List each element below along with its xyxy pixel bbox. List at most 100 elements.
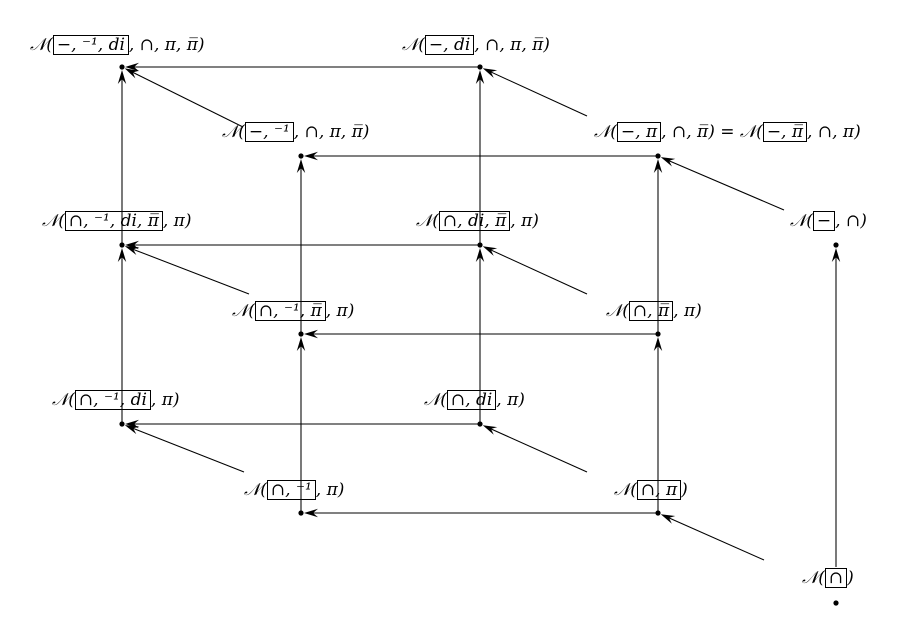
node-prefix: 𝒩( — [222, 122, 245, 142]
node-prefix: 𝒩( — [790, 211, 813, 231]
node-label-n12: 𝒩(∩, ⁻¹, π) — [244, 479, 344, 501]
node-boxed-operators: ∩ — [824, 568, 848, 588]
node-prefix: 𝒩( — [606, 301, 629, 321]
node-prefix: 𝒩( — [244, 480, 267, 500]
node-label-n2: 𝒩(−, di, ∩, π, π̅) — [402, 34, 550, 56]
node-label-n4: 𝒩(−, π, ∩, π̅) = 𝒩(−, π̅, ∩, π) — [594, 121, 861, 143]
node-boxed-operators: ∩, ⁻¹, di, π̅ — [64, 211, 163, 231]
arrowhead-n9-to-n4 — [653, 159, 663, 173]
node-dot-n1 — [119, 64, 125, 70]
node-label-n1: 𝒩(−, ⁻¹, di, ∩, π, π̅) — [30, 34, 205, 56]
node-boxed-operators: ∩, ⁻¹ — [266, 480, 316, 500]
node-boxed-operators: ∩, π — [636, 480, 682, 500]
arrowhead-n4-to-n2 — [482, 68, 498, 78]
arrowhead-n5-to-n1 — [117, 70, 127, 84]
node-rest: , ∩, π̅) — [661, 122, 715, 142]
arrowhead-n14-to-n7 — [831, 248, 841, 262]
dots-layer — [119, 64, 839, 606]
node-dot-n5 — [119, 242, 125, 248]
node-prefix: 𝒩( — [402, 35, 425, 55]
arrowhead-n7-to-n4 — [660, 157, 676, 167]
node-rest: , ∩, π, π̅) — [474, 35, 550, 55]
node-rest: , π) — [510, 211, 539, 231]
arrowhead-n13-to-n12 — [304, 508, 318, 518]
node-dot-n8 — [298, 331, 304, 337]
arrowhead-n2-to-n1 — [125, 62, 139, 72]
node-label-n13: 𝒩(∩, π) — [614, 479, 688, 501]
node-boxed-operators: −, di — [424, 35, 475, 55]
node-boxed-operators: − — [812, 211, 836, 231]
arrowhead-n10-to-n5 — [117, 248, 127, 262]
node-dot-n13 — [655, 510, 661, 516]
arrowhead-n9-to-n8 — [304, 329, 318, 339]
arrowhead-n4-to-n3 — [304, 151, 318, 161]
node-label-n5: 𝒩(∩, ⁻¹, di, π̅, π) — [42, 210, 192, 232]
arrowhead-n9-to-n6 — [482, 246, 498, 256]
edge-n4-to-n2 — [489, 71, 588, 117]
node-rest: , π) — [496, 390, 525, 410]
node-prefix: 𝒩( — [802, 568, 825, 588]
node-prefix: 𝒩( — [42, 211, 65, 231]
node-rest-alt: , ∩, π) — [807, 122, 861, 142]
edge-n7-to-n4 — [667, 159, 785, 211]
node-rest: , π) — [673, 301, 702, 321]
node-rest: , π) — [325, 301, 355, 321]
node-dot-n3 — [298, 153, 304, 159]
node-label-n7: 𝒩(−, ∩) — [790, 210, 867, 232]
node-label-n14: 𝒩(∩) — [802, 567, 854, 589]
arrowhead-n12-to-n8 — [296, 337, 306, 351]
node-rest: ) — [681, 480, 688, 500]
edge-n14-to-n13 — [667, 516, 765, 561]
arrowhead-n13-to-n9 — [653, 337, 663, 351]
node-dot-n2 — [477, 64, 483, 70]
node-dot-n6 — [477, 242, 483, 248]
node-label-n9: 𝒩(∩, π̅, π) — [606, 300, 702, 322]
node-rest: , π) — [150, 390, 180, 410]
node-rest: , ∩) — [835, 211, 867, 231]
node-label-n8: 𝒩(∩, ⁻¹, π̅, π) — [232, 300, 354, 322]
node-dot-n11 — [477, 421, 483, 427]
arrowhead-n12-to-n10 — [124, 425, 140, 435]
node-dot-n12 — [298, 510, 304, 516]
edge-n3-to-n1 — [131, 71, 244, 128]
arrowhead-n11-to-n6 — [475, 248, 485, 262]
edges-layer — [117, 62, 841, 567]
node-label-n11: 𝒩(∩, di, π) — [424, 389, 525, 411]
node-boxed-operators: −, ⁻¹ — [244, 122, 294, 142]
node-dot-n14 — [833, 600, 839, 606]
node-prefix: 𝒩( — [52, 390, 75, 410]
node-dot-n4 — [655, 153, 661, 159]
arrowhead-n6-to-n2 — [475, 70, 485, 84]
edge-n12-to-n10 — [132, 427, 245, 473]
node-boxed-operators: ∩, ⁻¹, di — [74, 390, 151, 410]
node-prefix: 𝒩( — [30, 35, 53, 55]
node-boxed-operators: ∩, di — [446, 390, 497, 410]
node-rest: ) — [847, 568, 854, 588]
node-boxed-operators: −, π — [616, 122, 662, 142]
node-boxed-operators: ∩, π̅ — [628, 301, 674, 321]
node-prefix: 𝒩( — [416, 211, 439, 231]
node-dot-n10 — [119, 421, 125, 427]
arrowhead-n8-to-n5 — [124, 246, 140, 256]
node-prefix: 𝒩( — [424, 390, 447, 410]
node-rest: , π) — [315, 480, 345, 500]
node-dot-n7 — [833, 242, 839, 248]
arrowhead-n3-to-n1 — [124, 68, 140, 79]
arrowhead-n13-to-n11 — [482, 425, 498, 435]
node-boxed-operators: ∩, ⁻¹, π̅ — [254, 301, 326, 321]
node-prefix: 𝒩( — [232, 301, 255, 321]
node-rest: , π) — [162, 211, 192, 231]
arrowhead-n8-to-n3 — [296, 159, 306, 173]
node-label-n6: 𝒩(∩, di, π̅, π) — [416, 210, 539, 232]
node-boxed-operators: −, ⁻¹, di — [52, 35, 129, 55]
node-label-n3: 𝒩(−, ⁻¹, ∩, π, π̅) — [222, 121, 369, 143]
edge-n9-to-n6 — [489, 249, 588, 295]
edge-n8-to-n5 — [132, 248, 250, 295]
arrowhead-n14-to-n13 — [660, 514, 676, 524]
node-prefix: 𝒩( — [594, 122, 617, 142]
node-dot-n9 — [655, 331, 661, 337]
node-equality: = 𝒩( — [714, 122, 763, 142]
node-boxed-operators-alt: −, π̅ — [762, 122, 808, 142]
edge-n13-to-n11 — [489, 428, 588, 473]
